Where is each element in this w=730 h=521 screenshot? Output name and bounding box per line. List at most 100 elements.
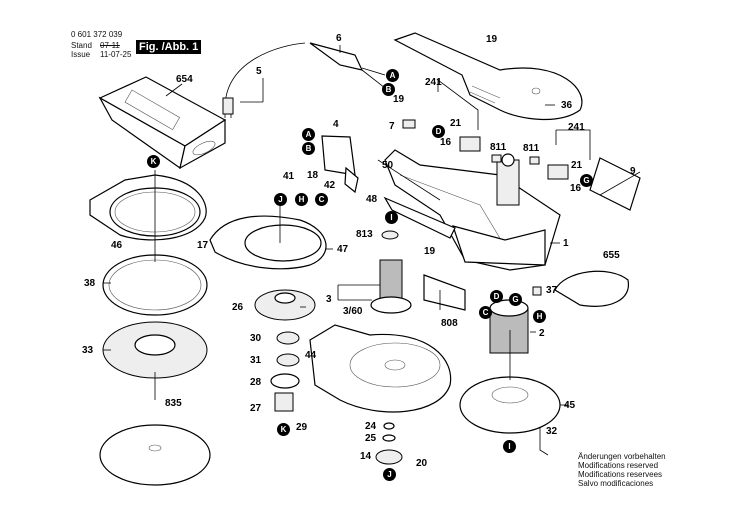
wire-241a — [437, 79, 479, 130]
notice-line-de: Änderungen vorbehalten — [578, 452, 666, 461]
handle-655 — [554, 270, 629, 307]
connector-g-field: G — [509, 293, 522, 306]
part-label-19-top: 19 — [486, 34, 498, 45]
part-label-1: 1 — [563, 238, 569, 249]
part-label-33: 33 — [82, 345, 94, 356]
connector-b-cord: B — [382, 83, 395, 96]
connector-b-switch: B — [302, 142, 315, 155]
wire-241b — [555, 129, 591, 160]
flange-28 — [270, 373, 300, 389]
shroud-46 — [89, 174, 207, 241]
field-2 — [489, 299, 529, 354]
connector-j-bottom: J — [383, 468, 396, 481]
part-label-7: 7 — [389, 121, 395, 132]
part-label-654: 654 — [176, 74, 193, 85]
notice-line-es: Salvo modificaciones — [578, 479, 654, 488]
shaft-27 — [274, 392, 294, 412]
part-label-29: 29 — [296, 422, 308, 433]
brush-holder-16a — [459, 136, 481, 152]
part-label-28: 28 — [250, 377, 262, 388]
stand-value: 07-11 — [100, 41, 120, 50]
connector-i-bottom: I — [503, 440, 516, 453]
switch-4 — [321, 135, 359, 194]
part-label-3: 3 — [326, 294, 332, 305]
bearing-14 — [375, 449, 403, 465]
base-44 — [309, 324, 452, 413]
part-label-38: 38 — [84, 278, 96, 289]
part-label-17: 17 — [197, 240, 209, 251]
connector-k-top: K — [147, 155, 160, 168]
leader-lines — [103, 45, 641, 406]
part-label-21-left: 21 — [450, 118, 462, 129]
part-label-18: 18 — [307, 170, 319, 181]
plate-45 — [459, 376, 561, 434]
part-label-16-left: 16 — [440, 137, 452, 148]
part-label-655: 655 — [603, 250, 620, 261]
issue-value: 11-07-25 — [100, 50, 132, 59]
connector-h-field: H — [533, 310, 546, 323]
part-label-36: 36 — [561, 100, 573, 111]
ring-38 — [102, 254, 208, 316]
part-label-241-right: 241 — [568, 122, 585, 133]
bearing-30 — [276, 331, 300, 345]
part-label-41: 41 — [283, 171, 295, 182]
connector-a-cord: A — [386, 69, 399, 82]
power-cord — [222, 42, 386, 118]
part-label-32: 32 — [546, 426, 558, 437]
part-label-241-left: 241 — [425, 77, 442, 88]
part-label-50: 50 — [382, 160, 394, 171]
plate-9 — [589, 157, 641, 211]
part-label-21-right: 21 — [571, 160, 583, 171]
part-label-45: 45 — [564, 400, 576, 411]
pad-33 — [102, 321, 208, 379]
figure-label: Fig. /Abb. 1 — [136, 40, 202, 54]
part-label-811-left: 811 — [490, 142, 507, 153]
connector-j-top: J — [274, 193, 287, 206]
connector-h-top: H — [295, 193, 308, 206]
part-label-26: 26 — [232, 302, 244, 313]
cover-36 — [393, 32, 583, 120]
part-label-37: 37 — [546, 285, 558, 296]
part-label-27: 27 — [250, 403, 262, 414]
part-label-9: 9 — [630, 166, 636, 177]
notice-line-en: Modifications reserved — [578, 461, 659, 470]
part-label-5: 5 — [256, 66, 262, 77]
notice-line-fr: Modifications reservees — [578, 470, 663, 479]
washer-24 — [383, 422, 395, 430]
part-label-14: 14 — [360, 451, 372, 462]
connector-c-top: C — [315, 193, 328, 206]
part-label-813: 813 — [356, 229, 373, 240]
carbon-brush-811a — [491, 154, 502, 163]
connector-c-field: C — [479, 306, 492, 319]
bearing-31 — [276, 353, 300, 367]
rail-50 — [377, 159, 441, 201]
part-label-25: 25 — [365, 433, 377, 444]
connector-a-switch: A — [302, 128, 315, 141]
dust-bag-654 — [98, 76, 227, 170]
part-label-16-right: 16 — [570, 183, 582, 194]
part-number: 0 601 372 039 — [71, 30, 123, 39]
fan-26 — [254, 289, 316, 321]
part-label-835: 835 — [165, 398, 182, 409]
sanding-disc — [99, 424, 211, 486]
part-label-19-low: 19 — [424, 246, 436, 257]
stand-label: Stand — [71, 41, 92, 50]
clamp-7 — [402, 119, 416, 129]
clip-32 — [539, 428, 549, 456]
part-label-30: 30 — [250, 333, 262, 344]
issue-label: Issue — [71, 50, 91, 59]
part-label-24: 24 — [365, 421, 377, 432]
part-label-44: 44 — [305, 350, 317, 361]
part-label-19-mid: 19 — [393, 94, 405, 105]
connector-k-bottom: K — [277, 423, 290, 436]
part-label-42: 42 — [324, 180, 336, 191]
armature-3 — [370, 230, 412, 314]
brush-holder-16b — [547, 164, 569, 180]
part-label-811-right: 811 — [523, 143, 540, 154]
housing-1 — [384, 149, 561, 271]
part-label-808: 808 — [441, 318, 458, 329]
connector-g-top: G — [580, 174, 593, 187]
shroud-47 — [209, 215, 327, 270]
part-label-4: 4 — [333, 119, 339, 130]
bar-48 — [383, 196, 456, 239]
